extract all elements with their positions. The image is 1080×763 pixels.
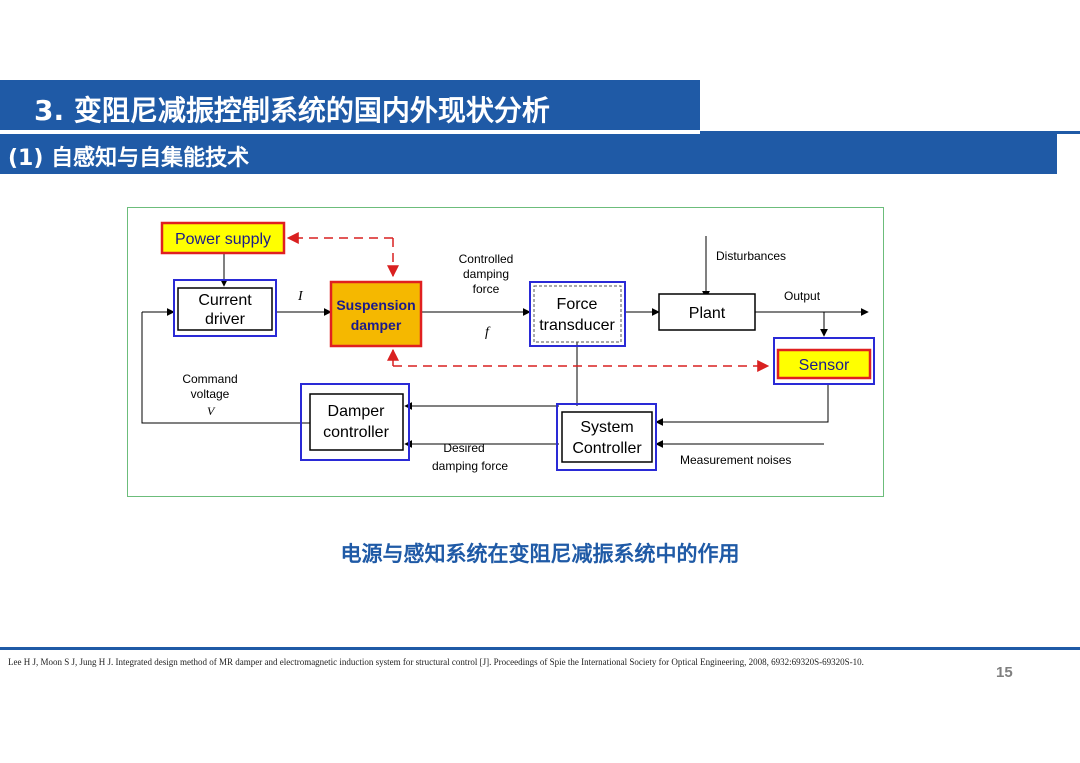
controlled-damping-force-line2: damping xyxy=(463,267,509,281)
force-symbol: f xyxy=(485,325,491,340)
measurement-noises-label: Measurement noises xyxy=(680,453,791,467)
block-diagram-figure: Power supply Current driver I Suspension… xyxy=(127,207,884,497)
damper-controller-label-line2: controller xyxy=(323,424,389,441)
force-transducer-label-line1: Force xyxy=(557,296,598,313)
slide-title: 3. 变阻尼减振控制系统的国内外现状分析 xyxy=(34,94,550,127)
reference-citation: Lee H J, Moon S J, Jung H J. Integrated … xyxy=(8,657,864,667)
disturbances-label: Disturbances xyxy=(716,249,786,263)
block-diagram: Power supply Current driver I Suspension… xyxy=(141,221,875,473)
controlled-damping-force-line3: force xyxy=(473,282,500,296)
current-driver-block: Current driver xyxy=(173,279,277,337)
page-number: 15 xyxy=(996,664,1013,681)
subtitle-bar: (1) 自感知与自集能技术 xyxy=(0,134,1057,174)
plant-label: Plant xyxy=(689,305,726,322)
damper-controller-label-line1: Damper xyxy=(328,403,386,420)
footer-divider xyxy=(0,647,1080,650)
power-supply-block: Power supply xyxy=(160,221,286,255)
system-controller-block: System Controller xyxy=(556,403,657,471)
current-symbol: I xyxy=(297,289,304,304)
output-label: Output xyxy=(784,289,821,303)
power-supply-label: Power supply xyxy=(175,231,271,248)
force-transducer-label-line2: transducer xyxy=(539,317,615,334)
controlled-damping-force-line1: Controlled xyxy=(459,252,514,266)
signal-lines xyxy=(141,236,869,448)
figure-caption: 电源与感知系统在变阻尼减振系统中的作用 xyxy=(340,542,740,566)
dashed-power-lines xyxy=(286,232,770,372)
command-voltage-line1: Command xyxy=(182,372,237,386)
system-controller-label-line1: System xyxy=(580,419,633,436)
slide-subtitle: (1) 自感知与自集能技术 xyxy=(8,146,250,171)
force-transducer-block: Force transducer xyxy=(529,281,626,347)
current-driver-label-line2: driver xyxy=(205,311,246,328)
plant-block: Plant xyxy=(658,293,756,331)
title-accent-line xyxy=(700,131,1080,134)
sensor-label: Sensor xyxy=(799,357,850,374)
desired-damping-force-line2: damping force xyxy=(432,459,508,473)
suspension-damper-block: Suspension damper xyxy=(329,280,423,348)
sensor-block: Sensor xyxy=(773,337,875,385)
suspension-damper-label-line2: damper xyxy=(351,317,402,333)
suspension-damper-label-line1: Suspension xyxy=(336,297,415,313)
damper-controller-block: Damper controller xyxy=(300,383,410,461)
voltage-symbol: V xyxy=(207,404,216,418)
command-voltage-line2: voltage xyxy=(191,387,230,401)
desired-damping-force-line1: Desired xyxy=(443,441,484,455)
current-driver-label-line1: Current xyxy=(198,292,252,309)
system-controller-label-line2: Controller xyxy=(572,440,642,457)
title-bar: 3. 变阻尼减振控制系统的国内外现状分析 xyxy=(0,80,700,130)
